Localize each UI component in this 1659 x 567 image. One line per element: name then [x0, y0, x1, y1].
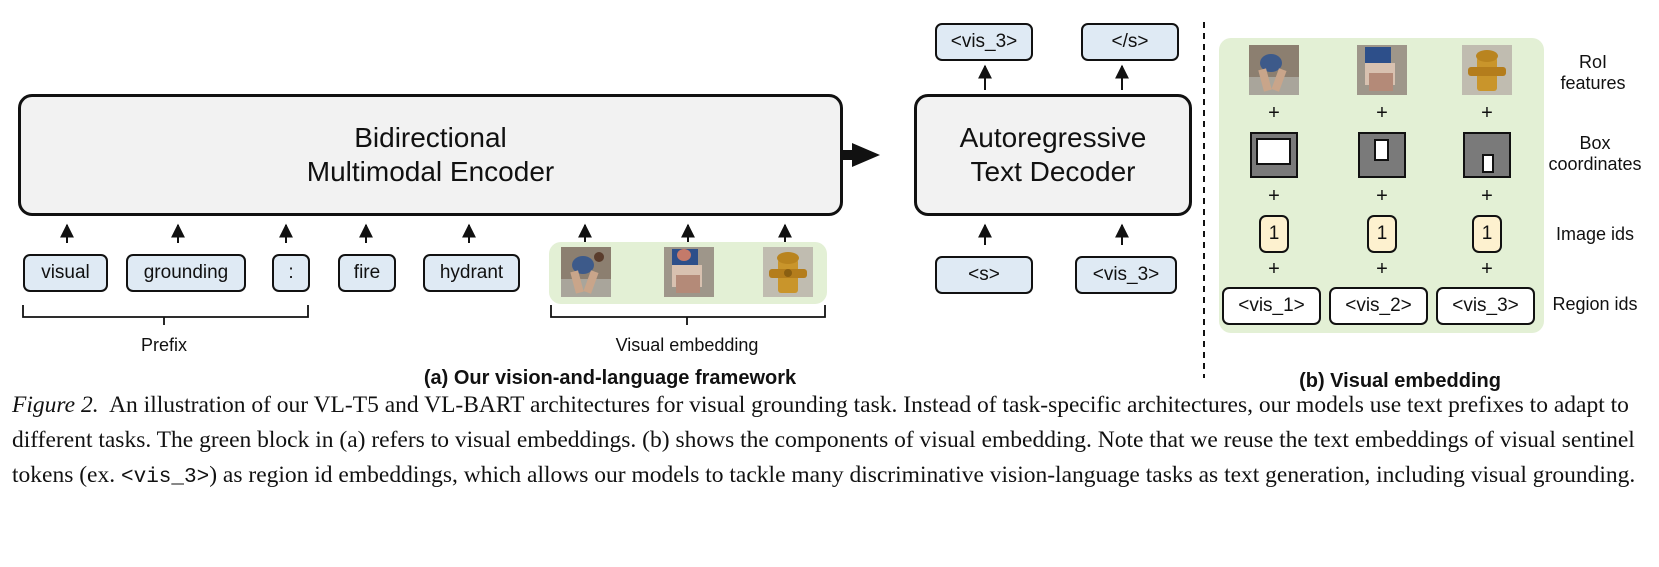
encoder-line2: Multimodal Encoder — [306, 156, 555, 187]
text-decoder: Autoregressive Text Decoder — [914, 94, 1192, 216]
prefix-label: Prefix — [140, 335, 187, 355]
caption-text-2: ) as region id embeddings, which allows … — [209, 462, 1636, 488]
box-coordinate-3 — [1463, 132, 1511, 178]
roi-feature-1 — [1249, 45, 1299, 95]
row-label-image-ids: Image ids — [1555, 224, 1635, 244]
image-id: 1 — [1259, 215, 1289, 253]
image-id: 1 — [1367, 215, 1397, 253]
roi-thumbnail-hydrant — [763, 247, 813, 297]
figure-label: Figure 2. — [12, 392, 99, 418]
input-token: fire — [338, 254, 396, 292]
decoder-line2: Text Decoder — [970, 156, 1136, 187]
input-token: hydrant — [423, 254, 520, 292]
subcaption-b: (b) Visual embedding — [1299, 370, 1501, 392]
input-token: : — [272, 254, 310, 292]
roi-thumbnail-person-2 — [664, 247, 714, 297]
plus-sign: + — [1376, 258, 1388, 280]
visual-embedding-label: Visual embedding — [615, 335, 759, 355]
encoder-input-arrows — [60, 223, 792, 243]
region-id: <vis_2> — [1329, 287, 1428, 325]
decoder-input-arrows — [978, 223, 1129, 245]
region-id: <vis_3> — [1436, 287, 1535, 325]
region-id: <vis_1> — [1222, 287, 1321, 325]
box-coordinate-2 — [1358, 132, 1406, 178]
plus-sign: + — [1268, 258, 1280, 280]
multimodal-encoder: Bidirectional Multimodal Encoder — [18, 94, 843, 216]
encoder-line1: Bidirectional — [354, 122, 507, 153]
plus-sign: + — [1481, 185, 1493, 207]
caption-code: <vis_3> — [121, 466, 210, 489]
roi-feature-2 — [1357, 45, 1407, 95]
row-label-roi: RoI features — [1560, 52, 1626, 93]
image-id: 1 — [1472, 215, 1502, 253]
input-token: visual — [23, 254, 108, 292]
plus-sign: + — [1268, 185, 1280, 207]
caption-text-1: An illustration of our VL-T5 and VL-BART… — [12, 392, 1635, 488]
plus-sign: + — [1481, 258, 1493, 280]
subcaption-a: (a) Our vision-and-language framework — [423, 367, 797, 389]
plus-sign: + — [1268, 102, 1280, 124]
plus-sign: + — [1481, 102, 1493, 124]
decoder-input-token: <vis_3> — [1075, 256, 1177, 294]
figure-caption: Figure 2. An illustration of our VL-T5 a… — [12, 388, 1652, 495]
decoder-input-token: <s> — [935, 256, 1033, 294]
visual-embedding-brace — [550, 305, 826, 325]
row-label-region-ids: Region ids — [1552, 294, 1638, 314]
plus-sign: + — [1376, 102, 1388, 124]
input-token: grounding — [126, 254, 246, 292]
box-coordinate-1 — [1250, 132, 1298, 178]
diagram-lines — [22, 22, 1205, 378]
plus-sign: + — [1376, 185, 1388, 207]
row-label-box: Box coordinates — [1548, 133, 1642, 174]
roi-thumbnail-person-1 — [561, 247, 611, 297]
roi-feature-3 — [1462, 45, 1512, 95]
decoder-output-token: <vis_3> — [935, 23, 1033, 61]
prefix-brace — [22, 305, 309, 325]
decoder-line1: Autoregressive — [959, 122, 1147, 153]
decoder-output-arrows — [978, 64, 1129, 90]
decoder-output-token: </s> — [1081, 23, 1179, 61]
